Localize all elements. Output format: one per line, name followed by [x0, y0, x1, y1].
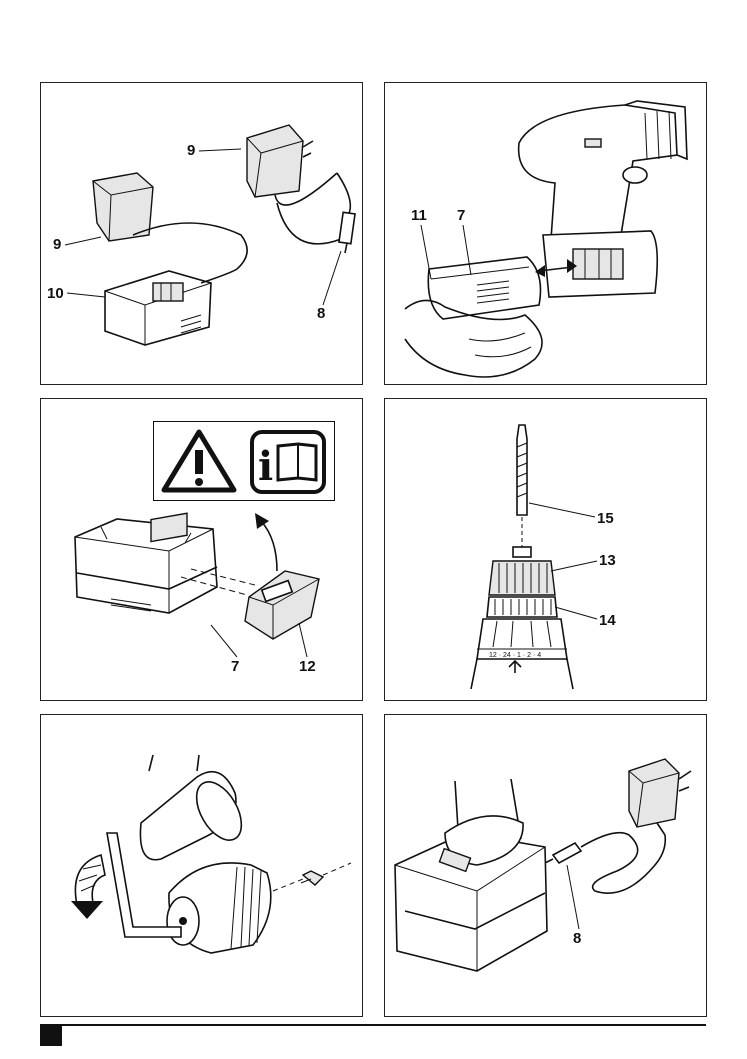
callout-cap: 12	[299, 658, 316, 675]
callout-collar: 14	[599, 612, 616, 629]
charger-callouts: 9 9 10 8	[41, 83, 364, 386]
chuck-icon	[167, 863, 271, 953]
figure-battery-cap: i 7 12	[40, 398, 363, 701]
rotation-arrow-icon	[71, 855, 105, 919]
figure-chuck: 12 · 24 · 1 · 2 · 4 15 13 14	[384, 398, 707, 701]
figure-charging: 8	[384, 714, 707, 1017]
figure-battery-insert: 11 7	[384, 82, 707, 385]
callout-bit: 15	[597, 510, 614, 527]
charging-callouts: 8	[385, 715, 708, 1018]
callout-charger-base: 10	[47, 285, 64, 302]
callout-adapter-top: 9	[187, 142, 195, 159]
callout-release-button: 11	[411, 207, 427, 224]
footer-rule	[40, 1024, 706, 1026]
callout-battery: 7	[457, 207, 465, 224]
chuck-removal-illustration	[41, 715, 364, 1018]
figure-chuck-removal	[40, 714, 363, 1017]
callout-adapter-left: 9	[53, 236, 61, 253]
callout-plug: 8	[317, 305, 325, 322]
callout-charging-plug: 8	[573, 930, 581, 947]
callout-sleeve: 13	[599, 552, 616, 569]
hammer-handle-icon	[140, 755, 250, 860]
chuck-callouts: 12 · 24 · 1 · 2 · 4 15 13 14	[385, 399, 708, 702]
screw-icon	[273, 863, 351, 891]
chuck-scale-text: 12 · 24 · 1 · 2 · 4	[489, 652, 541, 659]
callout-battery-cap-7: 7	[231, 658, 239, 675]
battery-cap-callouts: 7 12	[41, 399, 364, 702]
battery-insert-callouts: 11 7	[385, 83, 708, 386]
footer-page-marker	[40, 1024, 62, 1046]
figure-charger: 9 9 10 8	[40, 82, 363, 385]
